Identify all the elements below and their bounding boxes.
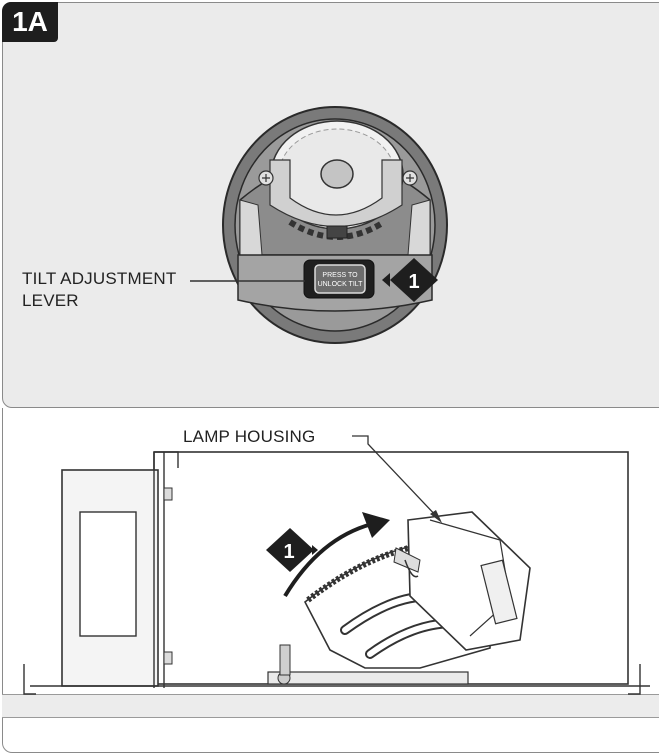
lever-label-line1: TILT ADJUSTMENT [22,269,177,288]
pointer-arrow [382,273,390,287]
button-text-line2: UNLOCK TILT [318,281,364,288]
lamp-housing-label: LAMP HOUSING [183,427,316,446]
step-marker-top [390,258,438,302]
ceiling-strip [2,694,659,718]
step-marker-bottom [266,528,314,572]
lever-label-line2: LEVER [22,291,79,310]
svg-text:1: 1 [408,271,419,293]
lamp-housing-shape [393,511,531,651]
tilt-direction-arrow [283,522,373,598]
svg-text:1: 1 [283,541,294,563]
step-label: 1A [2,2,58,42]
lamp-bulb [320,159,354,189]
housing-leader-line [352,435,441,521]
unlock-tilt-button [314,264,366,294]
button-text-line1: PRESS TO [322,272,358,279]
